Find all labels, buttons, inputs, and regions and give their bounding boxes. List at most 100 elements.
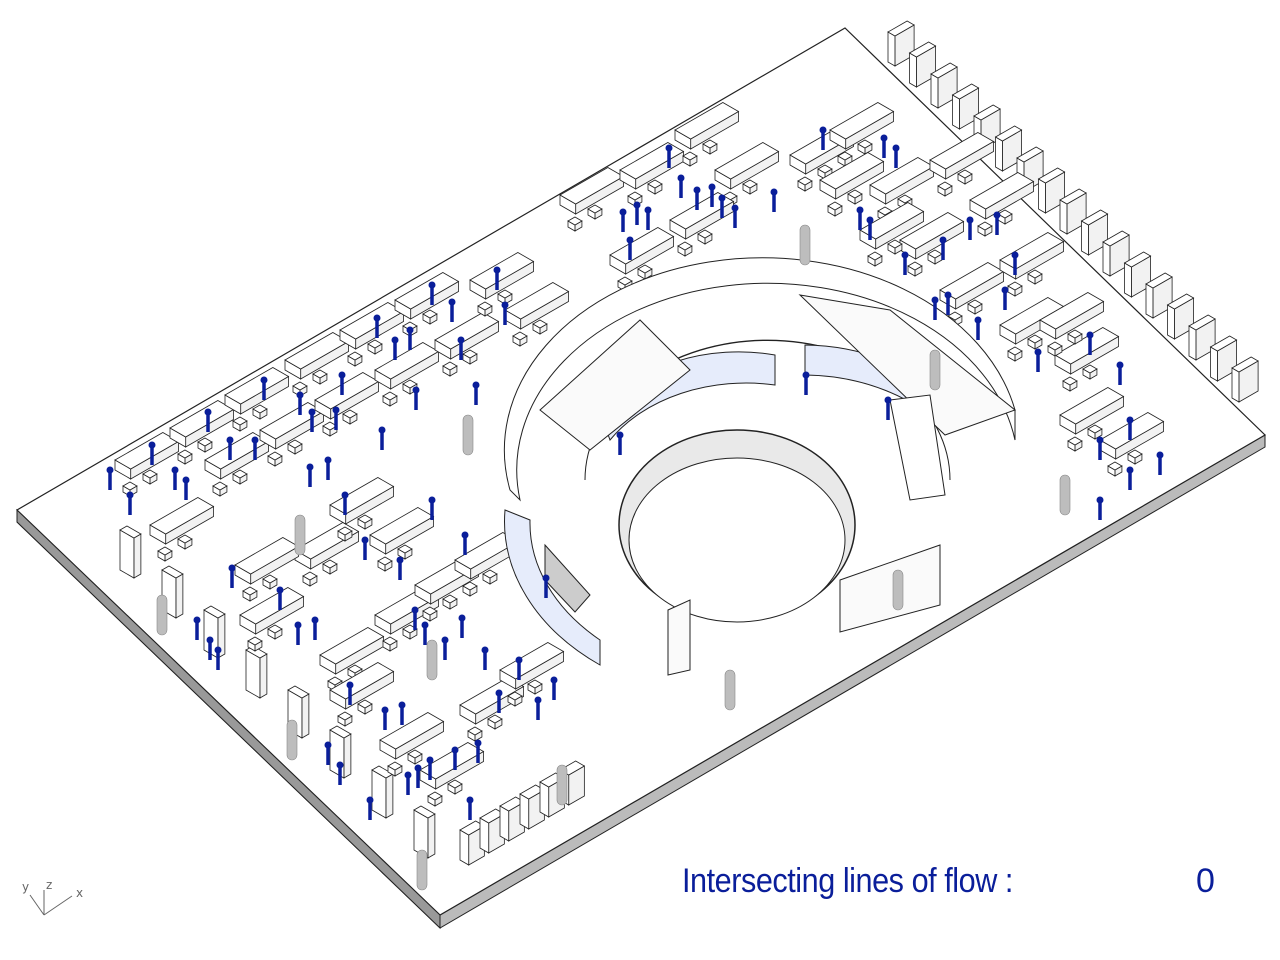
person-head xyxy=(665,144,673,152)
person-head xyxy=(1096,496,1104,504)
person-head xyxy=(619,208,627,216)
box-face xyxy=(909,52,917,88)
box-face xyxy=(343,733,352,779)
person-marker xyxy=(381,706,389,730)
chair xyxy=(177,534,193,550)
person-marker xyxy=(324,456,332,480)
chair xyxy=(477,301,493,317)
person-marker xyxy=(677,174,685,198)
chair xyxy=(267,624,283,640)
box-face xyxy=(312,369,328,379)
chair xyxy=(177,449,193,465)
person-head xyxy=(461,531,469,539)
column xyxy=(892,569,904,611)
box-face xyxy=(997,209,1013,219)
box-face xyxy=(1039,292,1105,330)
column xyxy=(294,514,306,556)
person-marker xyxy=(106,466,114,490)
box-face xyxy=(1145,283,1154,319)
person-marker xyxy=(428,281,436,305)
desk xyxy=(609,227,675,275)
person-marker xyxy=(311,616,319,640)
chair xyxy=(647,179,663,195)
desk xyxy=(499,642,565,690)
desk xyxy=(234,537,300,585)
box-face xyxy=(347,351,363,361)
box-face xyxy=(682,151,698,161)
person-marker xyxy=(474,739,482,763)
person-marker xyxy=(260,376,268,400)
person-marker xyxy=(493,266,501,290)
box-face xyxy=(512,331,528,341)
person-head xyxy=(534,696,542,704)
box-face xyxy=(995,136,1003,172)
box-face xyxy=(697,229,713,239)
person-marker xyxy=(1034,348,1042,372)
person-marker xyxy=(441,636,449,660)
person-marker xyxy=(1001,286,1009,310)
chair xyxy=(482,569,498,585)
chair xyxy=(1062,376,1078,392)
box-face xyxy=(532,319,548,329)
person-marker xyxy=(802,371,810,395)
chair xyxy=(487,714,503,730)
desk xyxy=(239,587,305,635)
box-face xyxy=(1080,209,1109,226)
chair xyxy=(677,241,693,257)
person-head xyxy=(406,326,414,334)
box-face xyxy=(394,272,460,310)
wall-panel xyxy=(1037,167,1066,214)
chair xyxy=(367,339,383,355)
desk xyxy=(929,132,995,180)
chair xyxy=(377,556,393,572)
box-face xyxy=(499,642,565,680)
box-face xyxy=(714,142,780,180)
person-head xyxy=(426,756,434,764)
box-face xyxy=(133,533,142,579)
box-face xyxy=(459,829,470,866)
person-head xyxy=(515,656,523,664)
chair xyxy=(447,779,463,795)
person-marker xyxy=(214,646,222,670)
desk xyxy=(319,627,385,675)
wall-panel xyxy=(1231,356,1259,403)
person-marker xyxy=(308,408,316,432)
person-marker xyxy=(398,701,406,725)
desk xyxy=(339,302,405,350)
box-face xyxy=(462,581,478,591)
person-marker xyxy=(396,556,404,580)
box-face xyxy=(499,805,510,842)
person-head xyxy=(421,621,429,629)
person-head xyxy=(411,606,419,614)
chair xyxy=(252,404,268,420)
person-head xyxy=(1001,286,1009,294)
storage-cabinet xyxy=(119,525,142,579)
box-face xyxy=(1145,272,1173,289)
box-face xyxy=(1067,436,1083,446)
person-head xyxy=(1096,436,1104,444)
person-marker xyxy=(426,756,434,780)
chair xyxy=(382,636,398,652)
box-face xyxy=(267,624,283,634)
person-marker xyxy=(472,381,480,405)
person-marker xyxy=(204,408,212,432)
box-face xyxy=(1082,364,1098,374)
person-head xyxy=(332,406,340,414)
box-face xyxy=(161,565,184,579)
box-face xyxy=(887,239,903,249)
person-head xyxy=(731,204,739,212)
chair xyxy=(1082,364,1098,380)
desk xyxy=(1039,292,1105,340)
person-head xyxy=(206,636,214,644)
person-marker xyxy=(366,796,374,820)
person-head xyxy=(396,556,404,564)
person-marker xyxy=(1126,416,1134,440)
person-head xyxy=(892,144,900,152)
box-face xyxy=(907,261,923,271)
desk xyxy=(259,402,325,450)
box-face xyxy=(797,176,813,186)
box-face xyxy=(1059,188,1087,205)
box-face xyxy=(177,534,193,544)
chair xyxy=(977,221,993,237)
box-face xyxy=(252,404,268,414)
